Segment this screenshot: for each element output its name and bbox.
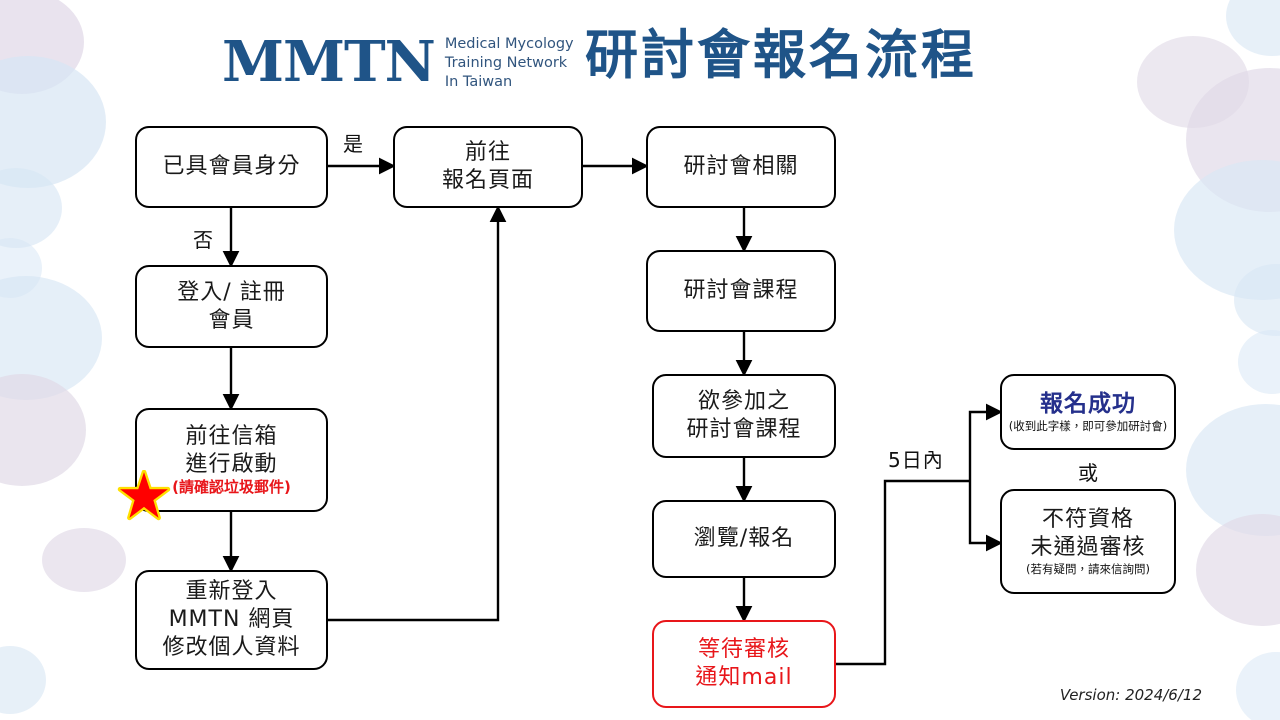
node-seminar-course: 研討會課程 <box>646 250 836 332</box>
node-line: 研討會課程 <box>686 417 802 442</box>
node-line: 欲參加之 <box>697 389 790 415</box>
node-line: 前往 <box>464 140 511 166</box>
node-line: 登入/ 註冊 <box>177 279 286 305</box>
edge-label-within-5-days: 5日內 <box>888 448 944 472</box>
node-line: 通知mail <box>695 665 793 690</box>
warning-star-icon <box>117 470 171 521</box>
node-line: 進行啟動 <box>185 451 278 477</box>
node-not-qualified: 不符資格 未通過審核 (若有疑問，請來信詢問) <box>1000 489 1176 594</box>
node-line: 修改個人資料 <box>162 634 301 660</box>
node-login-register: 登入/ 註冊 會員 <box>135 265 328 348</box>
mmtn-logo: MMTN Medical Mycology Training Network I… <box>222 28 574 96</box>
node-signup-page: 前往 報名頁面 <box>393 126 583 208</box>
logo-tagline-line-3: In Taiwan <box>444 74 513 91</box>
node-line: 前往信箱 <box>185 423 278 449</box>
node-activate-mail: 前往信箱 進行啟動 (請確認垃圾郵件) <box>135 408 328 512</box>
logo-tagline: Medical Mycology Training Network In Tai… <box>445 35 574 92</box>
edge-label-or: 或 <box>1078 461 1099 485</box>
edge-label-no: 否 <box>193 228 214 252</box>
node-line: MMTN 網頁 <box>168 607 295 633</box>
success-note: (收到此字樣，即可參加研討會) <box>1008 419 1168 434</box>
node-relogin-profile: 重新登入 MMTN 網頁 修改個人資料 <box>135 570 328 670</box>
node-line: 研討會課程 <box>683 278 799 304</box>
node-line: 瀏覽/報名 <box>693 526 795 552</box>
node-line: 等待審核 <box>697 637 790 663</box>
spam-folder-warning: (請確認垃圾郵件) <box>172 478 291 497</box>
edge-label-yes: 是 <box>343 132 364 156</box>
version-label: Version: 2024/6/12 <box>1059 686 1202 704</box>
node-seminar-info: 研討會相關 <box>646 126 836 208</box>
node-line: 報名頁面 <box>441 168 534 193</box>
logo-tagline-line-1: Medical Mycology <box>444 35 574 52</box>
logo-tagline-line-2: Training Network <box>444 54 568 71</box>
node-line: 重新登入 <box>185 579 278 605</box>
page-title: 研討會報名流程 <box>585 25 977 86</box>
node-browse-signup: 瀏覽/報名 <box>652 500 836 578</box>
node-member-status: 已具會員身分 <box>135 126 328 208</box>
reject-note: (若有疑問，請來信詢問) <box>1026 561 1150 576</box>
node-line: 未通過審核 <box>1030 535 1146 561</box>
node-await-review: 等待審核 通知mail <box>652 620 836 708</box>
node-line: 已具會員身分 <box>162 154 301 180</box>
node-signup-success: 報名成功 (收到此字樣，即可參加研討會) <box>1000 374 1176 450</box>
node-line: 不符資格 <box>1041 507 1134 533</box>
node-line: 研討會相關 <box>683 154 799 180</box>
node-desired-course: 欲參加之 研討會課程 <box>652 374 836 458</box>
success-title: 報名成功 <box>1040 391 1136 418</box>
node-line: 會員 <box>208 307 255 333</box>
logo-wordmark: MMTN <box>222 29 436 95</box>
